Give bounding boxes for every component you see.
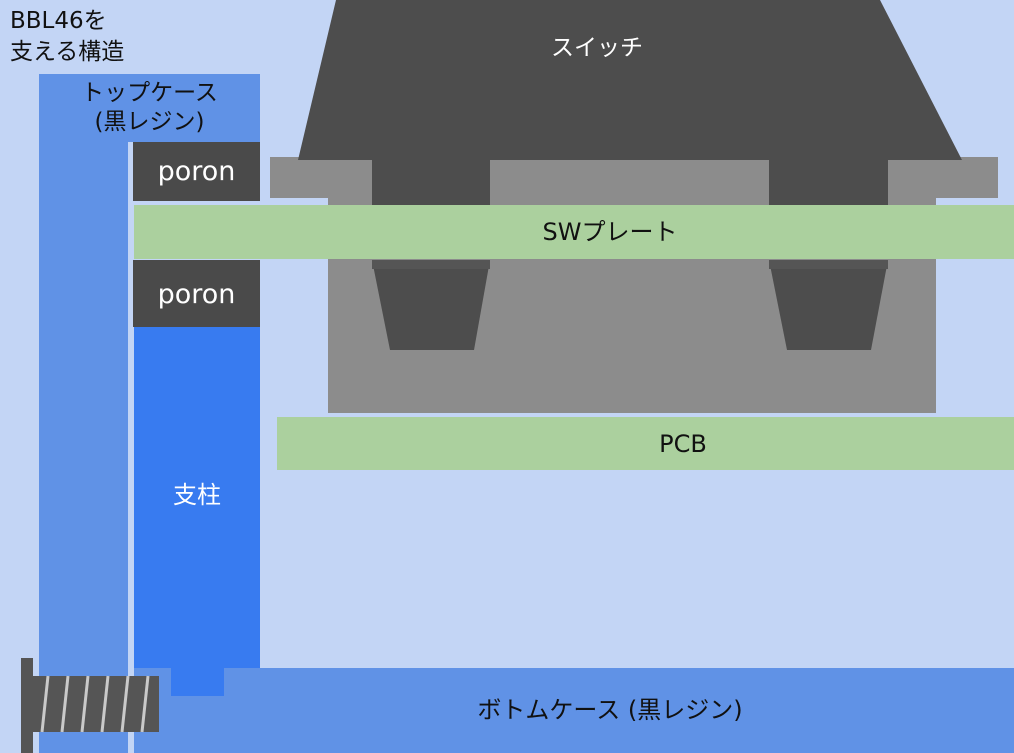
switch-flange-right [888,157,998,198]
top-case-label: トップケース (黒レジン) [81,80,218,135]
pillar-foot [171,668,224,696]
top-case-vertical [39,74,128,753]
sw-plate-label: SWプレート [542,218,678,246]
poron-lower-label: poron [157,278,236,310]
switch-flange-left [270,157,372,198]
pcb [277,417,1014,470]
screw-shaft [33,676,159,732]
screw [21,658,159,753]
switch-top [298,0,962,160]
pillar-label: 支柱 [173,481,221,509]
switch-label: スイッチ [551,34,643,61]
diagram-title: BBL46を 支える構造 [10,8,125,65]
sw-plate [134,205,1014,259]
pillar [134,322,260,672]
bottom-case-label: ボトムケース (黒レジン) [477,696,743,724]
poron-lower [133,260,260,327]
switch-leg-lower-left-cap [372,260,490,269]
switch-leg-lower-left [372,260,490,350]
bottom-case [134,668,1014,753]
poron-upper [133,142,260,201]
poron-upper-label: poron [157,155,236,187]
switch-leg-upper-left [372,158,490,206]
switch-leg-upper-right [769,158,888,206]
switch-leg-lower-right-cap [769,260,888,269]
pcb-label: PCB [659,430,707,458]
top-case-horizontal [128,74,260,142]
switch-leg-lower-right [769,260,888,350]
screw-head [21,658,33,753]
screw-threads [40,675,150,733]
